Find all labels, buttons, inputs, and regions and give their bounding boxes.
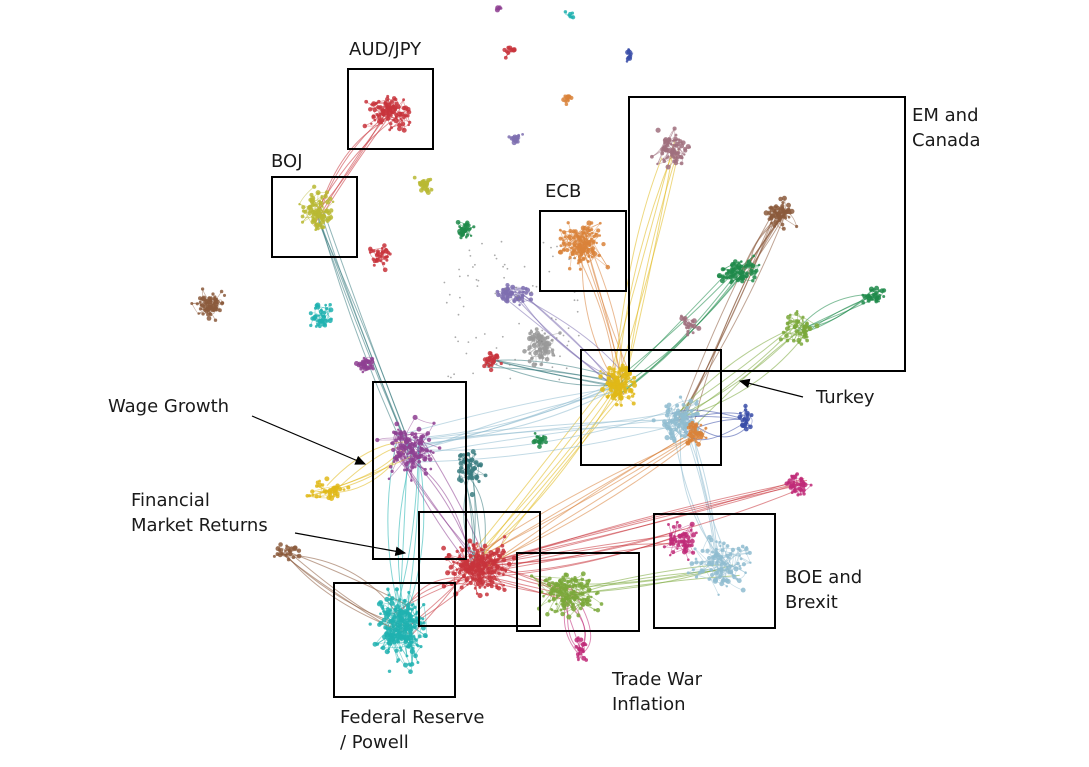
cluster-yellow-left [305, 476, 351, 501]
cluster-magenta-right [784, 472, 813, 497]
cluster-red-small [368, 243, 392, 273]
label-fin-line2: Market Returns [131, 515, 268, 536]
scatter-gray-dots [443, 240, 580, 381]
label-boe-line1: BOE and [785, 567, 863, 588]
cluster-lavender [495, 283, 534, 307]
cluster-em-mauve2 [679, 314, 702, 337]
label-fed-line1: Federal Reserve [340, 707, 485, 728]
label-wage-growth: Wage Growth [108, 396, 230, 417]
label-em-line1: EM and [912, 105, 979, 126]
cluster-gray-cloud [522, 327, 562, 368]
label-em-canada: EM and Canada [912, 103, 981, 153]
cluster-olive-small [412, 175, 434, 195]
label-fin-line1: Financial [131, 490, 210, 511]
cluster-orange-top [561, 94, 574, 107]
cluster-navy-top [625, 48, 633, 63]
cluster-boe-blue [686, 534, 752, 597]
label-boj: BOJ [271, 151, 303, 172]
cluster-trade-green [529, 571, 604, 620]
label-turkey: Turkey [816, 387, 875, 408]
cluster-lavender-top [507, 133, 524, 146]
cluster-turkey-orange [685, 420, 708, 447]
cluster-fin-red [441, 535, 517, 599]
cluster-em-mauve [650, 126, 691, 170]
cluster-wage-purple [375, 414, 442, 482]
cluster-boe-magenta [662, 520, 698, 561]
label-trade-line2: Inflation [612, 694, 686, 715]
cluster-fed-teal [368, 587, 428, 675]
cluster-darkteal [456, 449, 488, 498]
graph-nodes [190, 5, 887, 675]
label-ecb: ECB [545, 181, 582, 202]
cluster-teal-top [563, 10, 576, 20]
cluster-turkey-blue [651, 395, 704, 444]
cluster-red-top [502, 45, 517, 60]
label-boe-brexit: BOE and Brexit [785, 565, 862, 615]
cluster-magenta-bottom [574, 636, 589, 662]
cluster-em-brown [763, 195, 799, 231]
cluster-green-small [455, 219, 476, 240]
label-audjpy: AUD/JPY [349, 39, 422, 60]
cluster-boj [298, 184, 335, 232]
label-trade-line1: Trade War [612, 669, 703, 690]
cluster-green-tiny [531, 432, 548, 449]
cluster-audjpy [362, 94, 412, 133]
cluster-turkey-yellow [598, 363, 638, 407]
cluster-em-green [716, 254, 761, 285]
cluster-purple-left [353, 356, 375, 374]
label-boe-line2: Brexit [785, 592, 838, 613]
cluster-ecb [557, 220, 611, 271]
cluster-teal-left [308, 302, 334, 329]
label-financial-market-returns: Financial Market Returns [131, 488, 268, 538]
label-fed-line2: / Powell [340, 732, 409, 753]
cluster-purple-top [494, 5, 503, 13]
cluster-em-green2 [861, 285, 887, 305]
label-federal-reserve-powell: Federal Reserve / Powell [340, 705, 484, 755]
cluster-em-lime [778, 310, 820, 346]
cluster-navy [737, 403, 754, 432]
label-trade-war-inflation: Trade War Inflation [612, 667, 702, 717]
cluster-brown-left [190, 287, 227, 322]
label-em-line2: Canada [912, 130, 981, 151]
